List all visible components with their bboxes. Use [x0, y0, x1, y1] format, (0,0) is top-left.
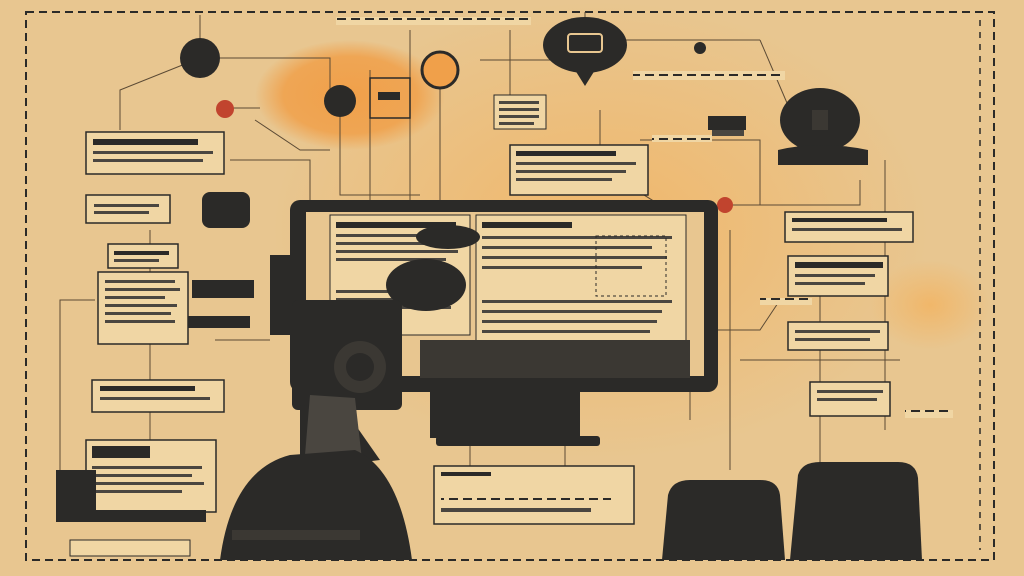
document-card	[69, 539, 191, 557]
document-card	[85, 194, 171, 224]
document-card	[97, 271, 189, 345]
document-card	[787, 255, 889, 297]
head-silhouette	[778, 88, 868, 165]
document-card	[85, 439, 217, 513]
camera-device	[270, 255, 402, 410]
document-card	[787, 321, 889, 351]
document-card	[107, 243, 179, 269]
camera-device	[180, 77, 746, 328]
person-silhouette-back	[220, 395, 412, 560]
dashed-border	[25, 11, 995, 561]
orange-node	[420, 50, 460, 90]
small-node	[694, 42, 706, 54]
document-card	[85, 131, 225, 175]
red-dot	[216, 100, 234, 118]
document-card	[493, 94, 547, 130]
document-card	[809, 381, 891, 417]
scribble-label	[905, 410, 953, 418]
hub-node	[324, 85, 356, 117]
scribble-label	[652, 135, 712, 142]
pendant-lamp-icon	[543, 17, 627, 86]
document-card	[784, 211, 914, 243]
hub-node	[180, 38, 220, 78]
chair-left	[662, 480, 785, 560]
head-silhouette	[386, 225, 480, 311]
desk-tray	[56, 470, 96, 514]
desk-tray	[56, 510, 206, 522]
computer-monitor	[290, 200, 718, 446]
scribble-heading-right	[633, 71, 785, 80]
document-card	[509, 144, 649, 196]
scribble-heading	[336, 17, 531, 25]
document-card	[433, 465, 635, 525]
document-card	[91, 379, 225, 413]
red-dot	[717, 197, 733, 213]
chair-right	[790, 462, 922, 560]
scribble-label	[760, 298, 812, 305]
orange-glow-right	[870, 260, 990, 350]
